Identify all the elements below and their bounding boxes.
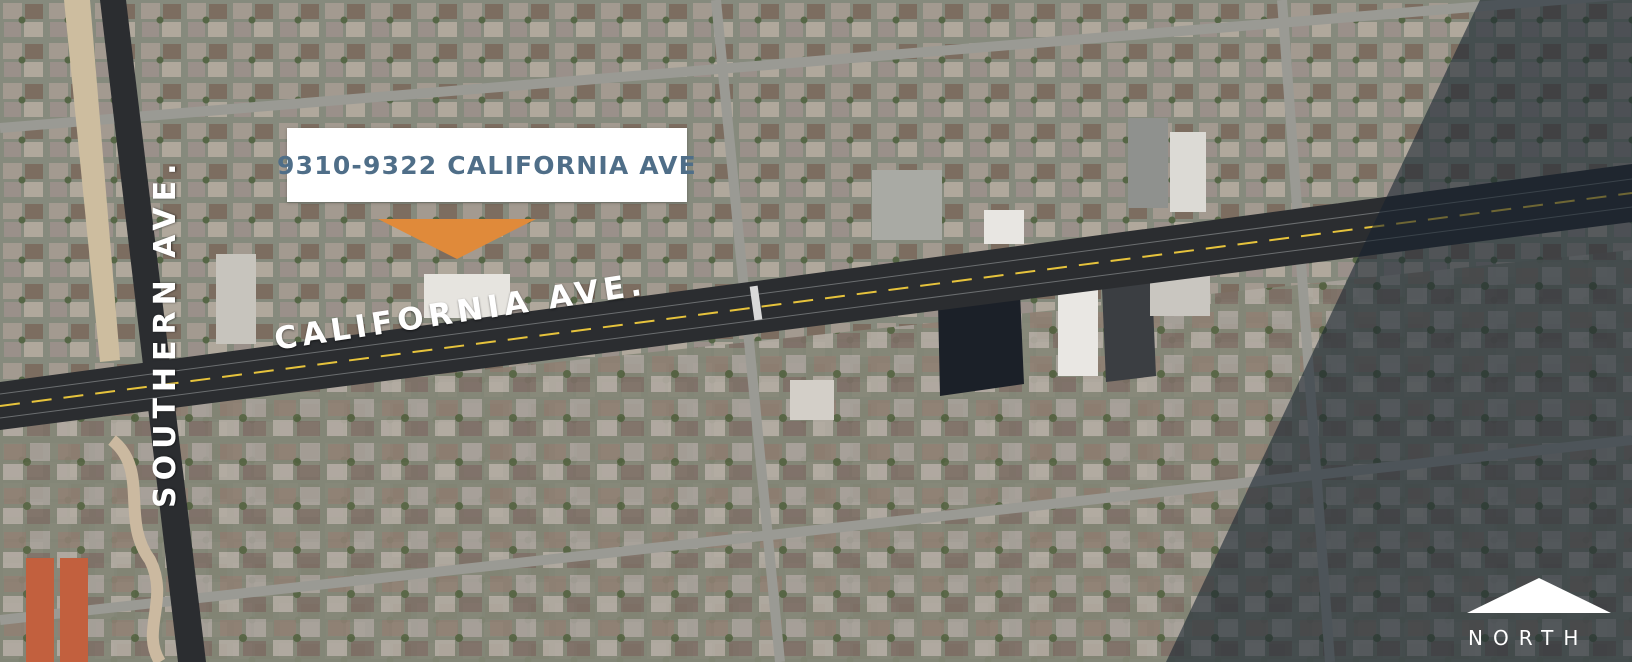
address-label: 9310-9322 CALIFORNIA AVE [277, 150, 697, 180]
address-callout: 9310-9322 CALIFORNIA AVE [277, 128, 696, 202]
north-label: NORTH [1468, 626, 1589, 650]
north-indicator: NORTH [1464, 576, 1614, 656]
location-marker-icon [378, 219, 536, 259]
north-arrow-icon [1467, 578, 1611, 613]
street-label-southern: SOUTHERN AVE. [148, 157, 183, 508]
